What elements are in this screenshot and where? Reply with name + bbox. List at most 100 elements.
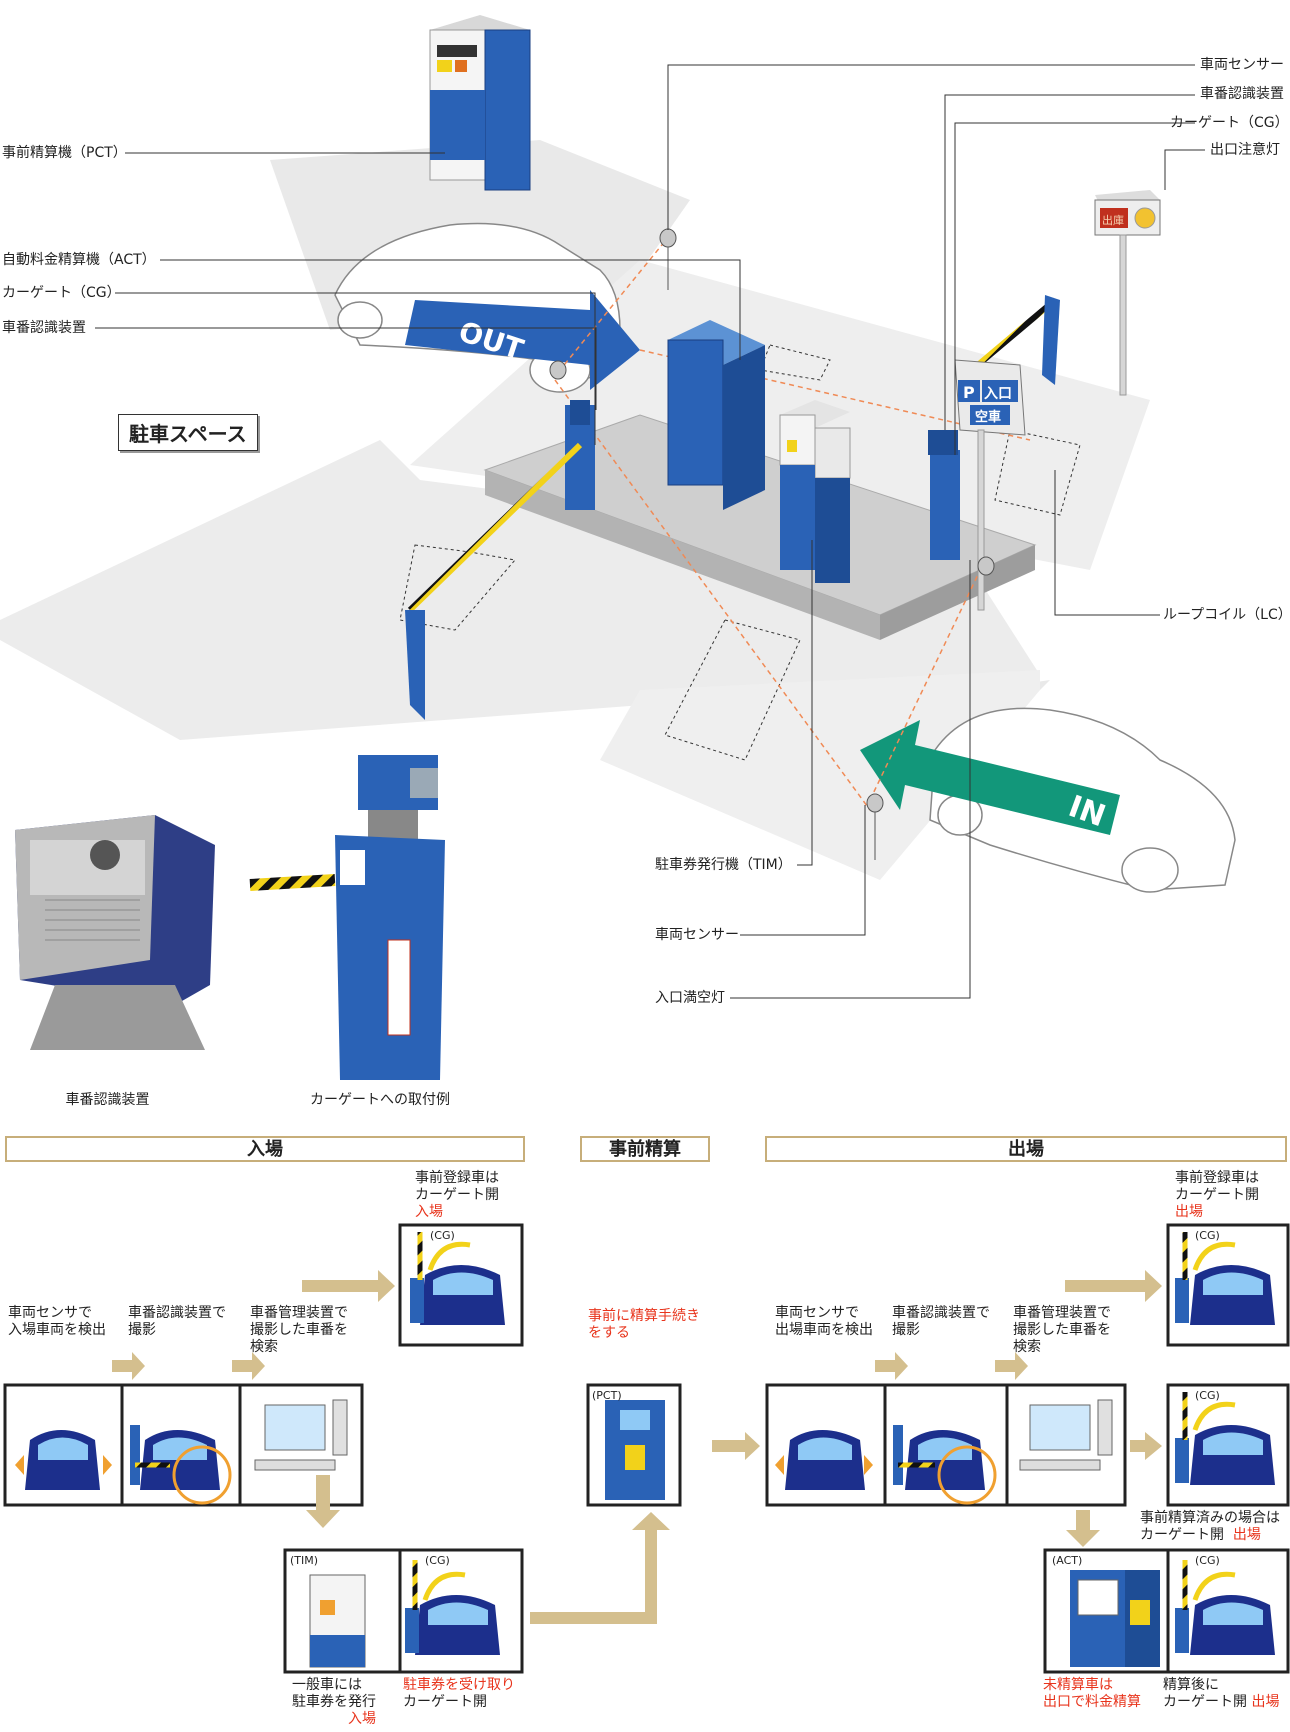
exit-registered-line1: 事前登録車は [1175, 1170, 1259, 1186]
entry-general-line1: 一般車には [292, 1677, 362, 1693]
computer-icons [254, 1399, 1113, 1471]
exit-unpaid-line1: 未精算車は [1043, 1677, 1113, 1693]
section-header-exit: 出場 [765, 1136, 1287, 1162]
tim-machine [779, 400, 851, 583]
photo-caption-gate-mount: カーゲートへの取付例 [310, 1092, 450, 1108]
flow-machines [309, 1400, 1160, 1668]
tag-pct: (PCT) [592, 1389, 622, 1402]
gate-mount-photo [249, 755, 445, 1080]
gate-arm-icons [130, 1232, 1189, 1653]
exit-registered-line2: カーゲート開 [1175, 1187, 1259, 1203]
entry-step-search-line3: 検索 [250, 1339, 278, 1355]
exit-step-search: 車番管理装置で 撮影した車番を 検索 [1013, 1305, 1111, 1356]
exit-unpaid-line2: 出口で料金精算 [1043, 1694, 1141, 1710]
prepay-line1: 事前に精算手続き [588, 1308, 700, 1324]
detect-arrow-icons [15, 1455, 873, 1475]
sign-entrance: 入口 [984, 386, 1012, 402]
section-header-prepay: 事前精算 [580, 1136, 710, 1162]
exit-step-camera-line1: 車番認識装置で [892, 1305, 990, 1321]
label-act: 自動料金精算機（ACT） [2, 252, 156, 268]
exit-prepaid-note: 事前精算済みの場合は カーゲート開 出場 [1140, 1510, 1280, 1544]
exit-step-search-line1: 車番管理装置で [1013, 1305, 1111, 1321]
entry-ticket-red: 駐車券を受け取り [403, 1677, 515, 1693]
flow-panels [3, 1223, 1290, 1674]
entrance-sign [954, 359, 1026, 611]
section-header-entry: 入場 [5, 1136, 525, 1162]
exit-unpaid-note: 未精算車は 出口で料金精算 [1043, 1677, 1141, 1711]
exit-registered-note: 事前登録車は カーゲート開 出場 [1175, 1170, 1259, 1221]
label-exit-warning-lamp: 出口注意灯 [1210, 142, 1280, 158]
tag-cg-exit-registered: (CG) [1195, 1229, 1220, 1242]
label-car-gate-left: カーゲート（CG） [2, 285, 121, 301]
prepay-note: 事前に精算手続き をする [588, 1308, 700, 1342]
flow-arrows [112, 1270, 1162, 1624]
vehicle-sensors [549, 228, 995, 860]
label-vehicle-sensor-top: 車両センサー [1200, 57, 1284, 73]
glass-icons [38, 1272, 1263, 1625]
exit-gate [928, 295, 1060, 560]
exit-lamp-text: 出庫 [1102, 213, 1124, 227]
exit-step-search-line2: 撮影した車番を [1013, 1322, 1111, 1338]
photo-caption-plate-reader: 車番認識装置 [65, 1092, 150, 1108]
prepay-line2: をする [588, 1325, 630, 1341]
tag-cg-entry-ticket: (CG) [425, 1554, 450, 1567]
out-arrow [405, 290, 640, 390]
tag-cg-exit-prepaid: (CG) [1195, 1389, 1220, 1402]
label-plate-reader-left: 車番認識装置 [2, 320, 86, 336]
exit-registered-red: 出場 [1175, 1204, 1203, 1220]
tag-act: (ACT) [1052, 1554, 1083, 1567]
entry-step-sensor: 車両センサで 入場車両を検出 [8, 1305, 106, 1339]
entry-general-red: 入場 [348, 1711, 376, 1727]
exit-step-search-line3: 検索 [1013, 1339, 1041, 1355]
entry-general-note: 一般車には 駐車券を発行 入場 [292, 1677, 376, 1728]
entry-gate [405, 400, 595, 720]
label-loop-coil: ループコイル（LC） [1163, 607, 1290, 623]
tag-cg-entry-registered: (CG) [430, 1229, 455, 1242]
entry-step-camera-line1: 車番認識装置で [128, 1305, 226, 1321]
exit-step-camera-line2: 撮影 [892, 1322, 920, 1338]
exit-step-sensor-line2: 出場車両を検出 [775, 1322, 873, 1338]
label-car-gate-right: カーゲート（CG） [1170, 115, 1289, 131]
exit-prepaid-line2: カーゲート開 [1140, 1527, 1224, 1543]
sign-vacant: 空車 [975, 409, 1001, 425]
open-arrow-icons [422, 1241, 1236, 1601]
entry-registered-line1: 事前登録車は [415, 1170, 499, 1186]
plate-reader-photo [15, 815, 215, 1050]
exit-after-line1: 精算後に [1163, 1677, 1219, 1693]
entry-step-camera: 車番認識装置で 撮影 [128, 1305, 226, 1339]
exit-after-note: 精算後に カーゲート開 出場 [1163, 1677, 1279, 1711]
pct-machine [429, 15, 531, 191]
act-machine [667, 320, 765, 510]
plate-highlight-rings [172, 1445, 997, 1505]
entry-general-line2: 駐車券を発行 [292, 1694, 376, 1710]
exit-after-red: 出場 [1251, 1694, 1280, 1710]
label-entrance-full-lamp: 入口満空灯 [655, 990, 725, 1006]
entry-step-sensor-line2: 入場車両を検出 [8, 1322, 106, 1338]
sign-p: P [963, 383, 975, 402]
exit-warning-lamp [1094, 190, 1161, 396]
tag-tim: (TIM) [290, 1554, 319, 1567]
entry-step-camera-line2: 撮影 [128, 1322, 156, 1338]
entry-registered-line2: カーゲート開 [415, 1187, 499, 1203]
exit-step-sensor-line1: 車両センサで [775, 1305, 859, 1321]
exit-prepaid-line1: 事前精算済みの場合は [1140, 1510, 1280, 1526]
entry-step-search-line1: 車番管理装置で [250, 1305, 348, 1321]
parking-slots [399, 344, 1081, 761]
parking-space-label: 駐車スペース [118, 414, 258, 451]
in-arrow [860, 720, 1120, 835]
label-vehicle-sensor-bottom: 車両センサー [655, 927, 739, 943]
exit-prepaid-red: 出場 [1232, 1527, 1261, 1543]
entry-registered-note: 事前登録車は カーゲート開 入場 [415, 1170, 499, 1221]
entry-ticket-line: カーゲート開 [403, 1694, 487, 1710]
exit-step-sensor: 車両センサで 出場車両を検出 [775, 1305, 873, 1339]
entry-step-search-line2: 撮影した車番を [250, 1322, 348, 1338]
label-plate-reader-right: 車番認識装置 [1200, 86, 1284, 102]
entry-registered-red: 入場 [415, 1204, 443, 1220]
entry-step-search: 車番管理装置で 撮影した車番を 検索 [250, 1305, 348, 1356]
entry-step-sensor-line1: 車両センサで [8, 1305, 92, 1321]
label-tim: 駐車券発行機（TIM） [655, 857, 792, 873]
exit-after-line2: カーゲート開 [1163, 1694, 1247, 1710]
tag-cg-exit-after: (CG) [1195, 1554, 1220, 1567]
entry-ticket-note: 駐車券を受け取り カーゲート開 [403, 1677, 515, 1711]
